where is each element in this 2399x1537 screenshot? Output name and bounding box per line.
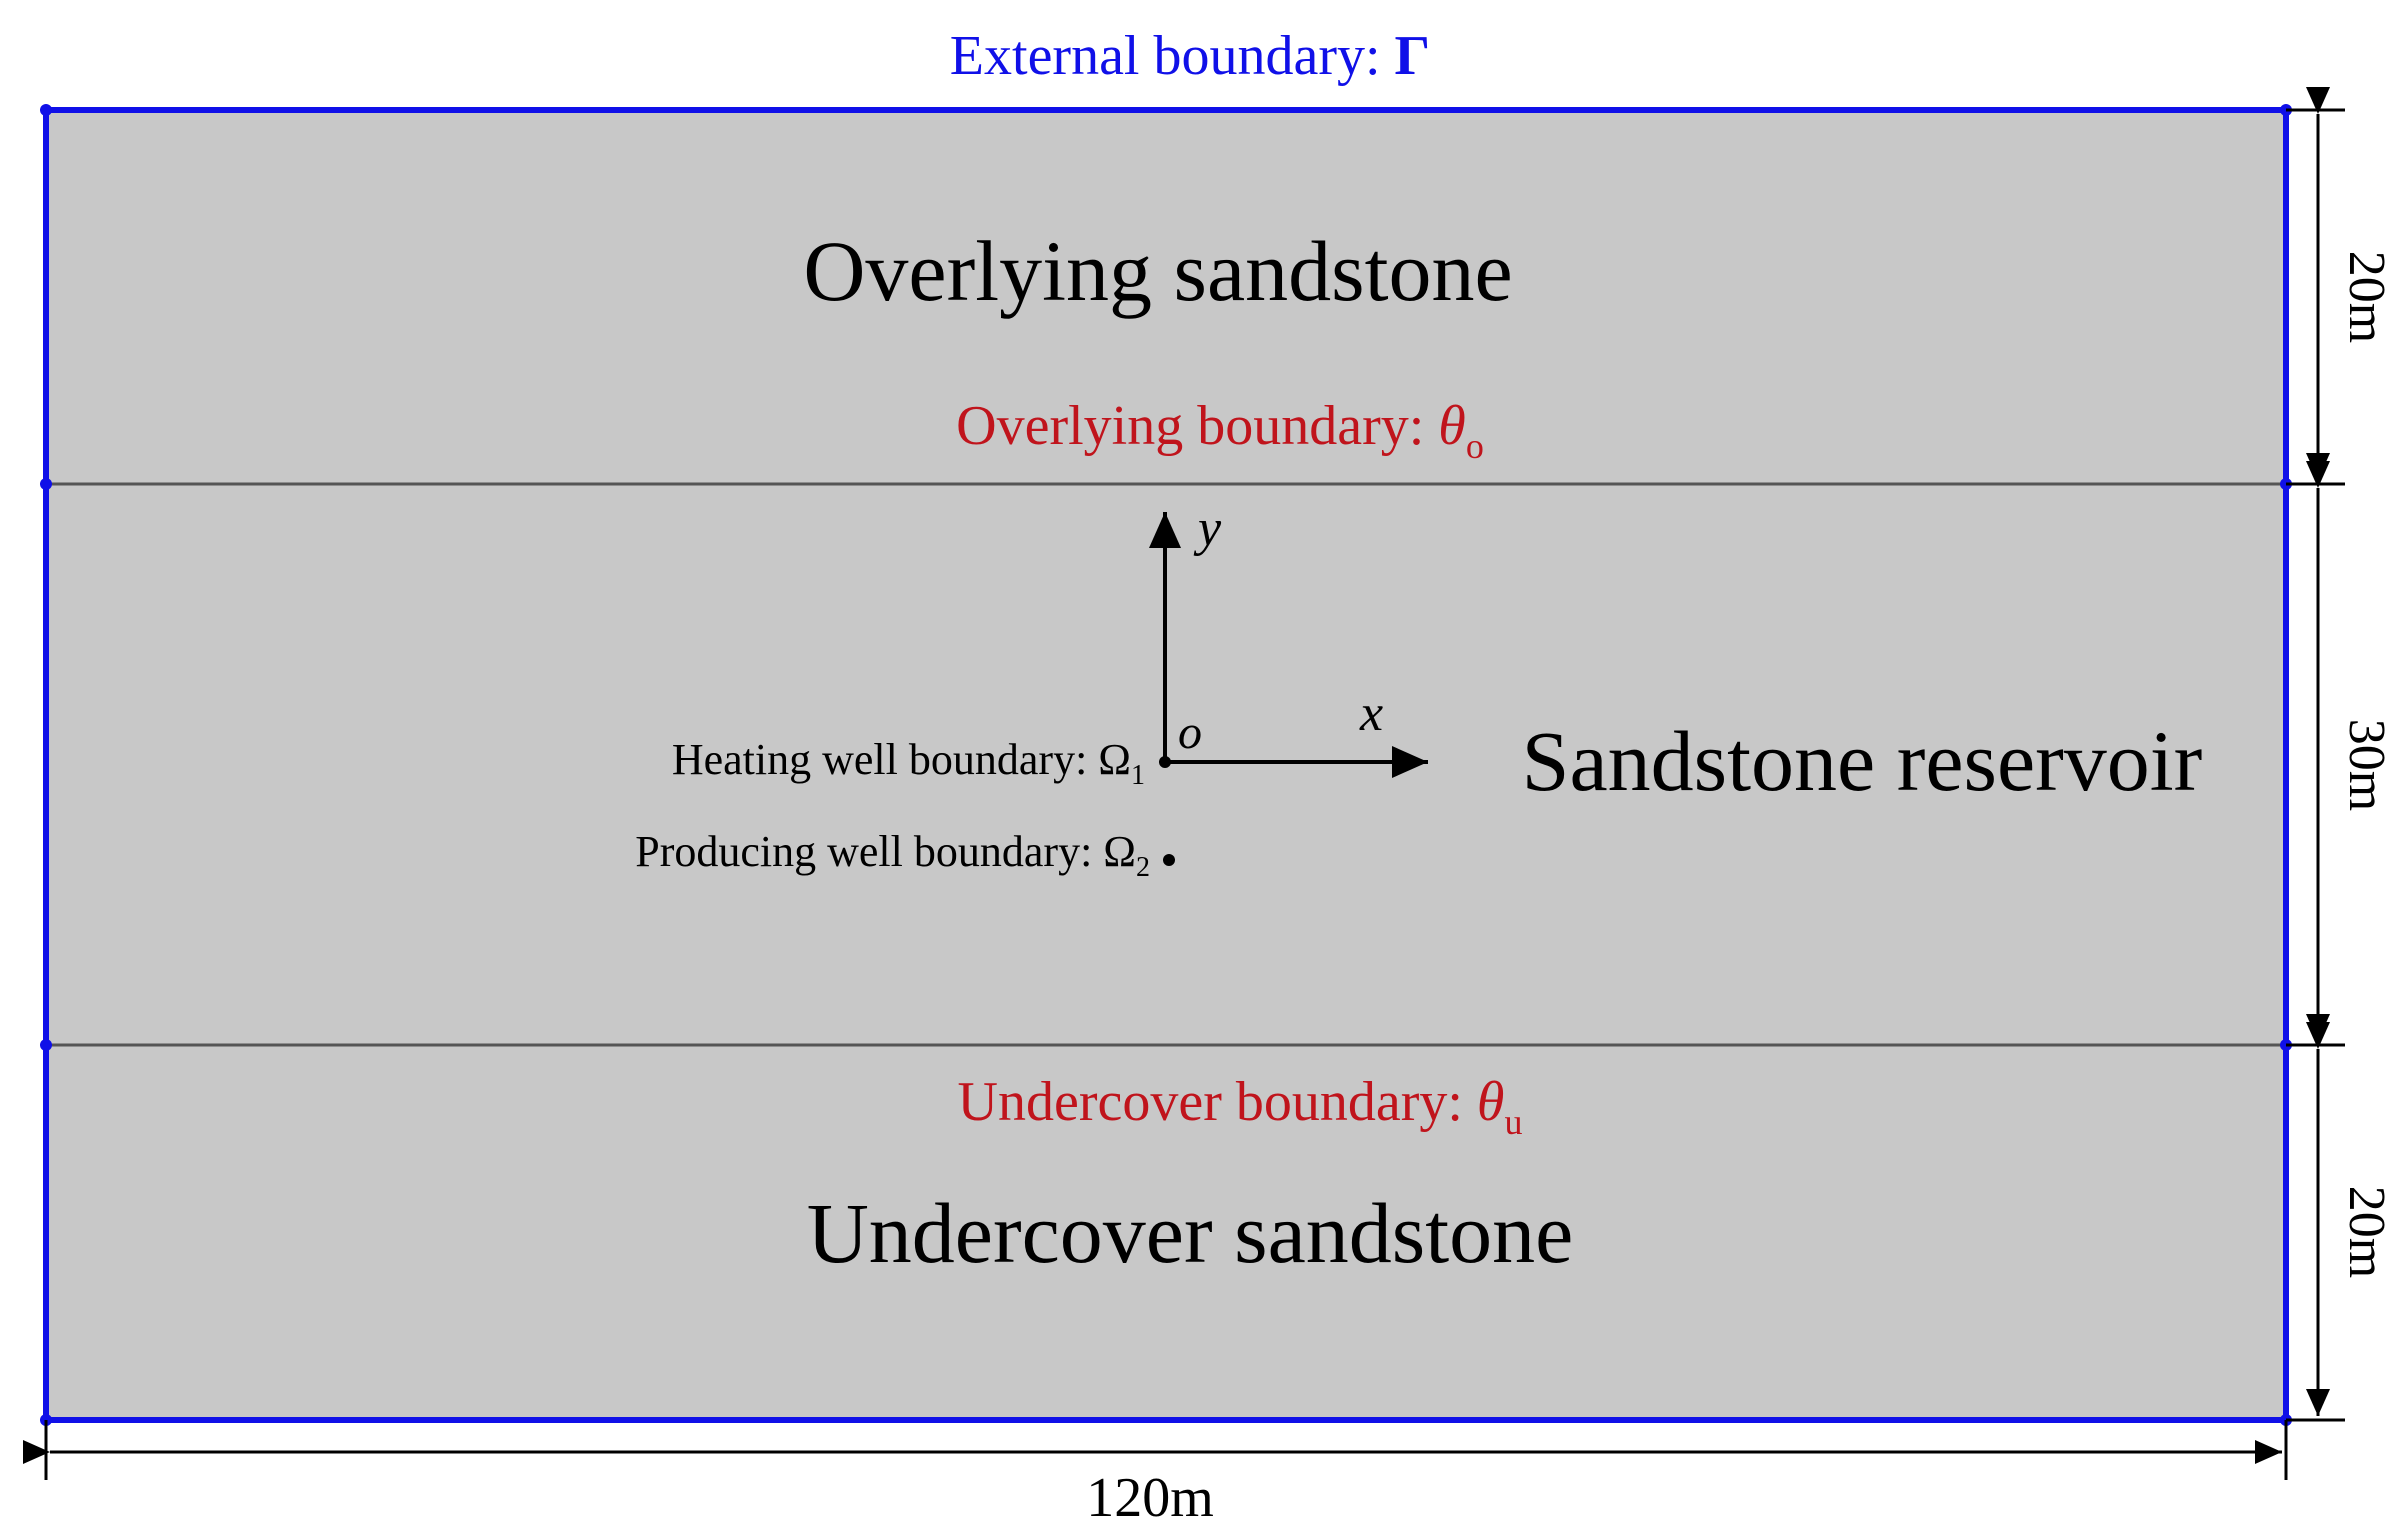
overlying-sandstone-label: Overlying sandstone [803, 223, 1512, 319]
reservoir-thickness-label: 30m [2338, 719, 2395, 811]
heating-well-point [1159, 756, 1171, 768]
sandstone-reservoir-label: Sandstone reservoir [1522, 713, 2203, 809]
external-boundary-label: External boundary: Γ [950, 25, 1430, 87]
overlying-thickness-label: 20m [2338, 251, 2395, 343]
undercover-sandstone-label: Undercover sandstone [807, 1185, 1574, 1281]
y-axis-label: y [1193, 500, 1222, 557]
heating-well-label: Heating well boundary: Ω1 [672, 735, 1145, 791]
origin-label: o [1178, 706, 1202, 759]
external-boundary-frame [43, 107, 2289, 1423]
overlying-boundary-label: Overlying boundary: θo [956, 395, 1484, 466]
width-dimension-label: 120m [1086, 1467, 1214, 1529]
undercover-boundary-label: Undercover boundary: θu [958, 1071, 1523, 1142]
width-dimension [23, 1420, 2288, 1480]
x-axis-label: x [1359, 685, 1383, 742]
coordinate-axes: y x o [1149, 500, 1428, 778]
producing-well-label: Producing well boundary: Ω2 [635, 827, 1150, 883]
vertical-dimensions [2286, 87, 2345, 1422]
producing-well-point [1163, 854, 1175, 866]
undercover-thickness-label: 20m [2338, 1186, 2395, 1278]
